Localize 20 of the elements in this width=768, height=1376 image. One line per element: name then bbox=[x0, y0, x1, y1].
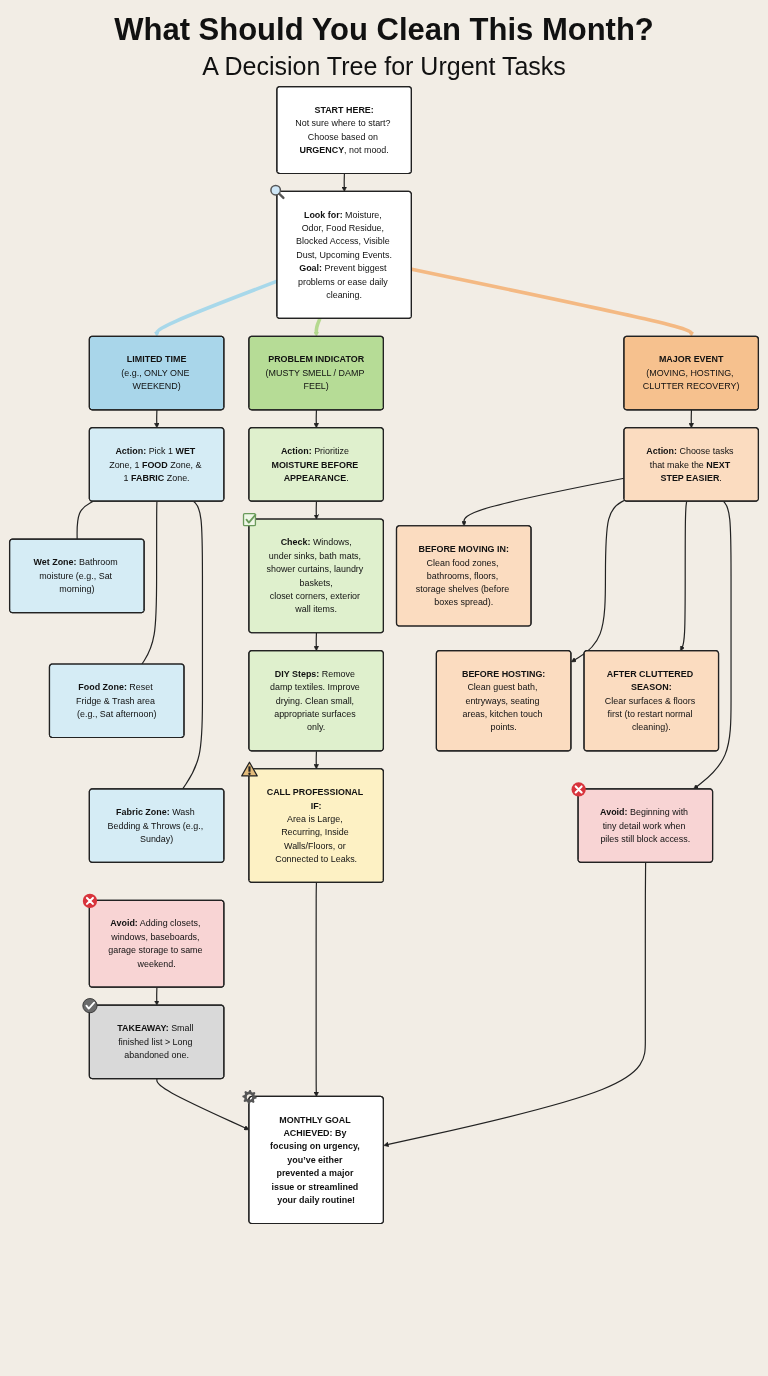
arrow bbox=[313, 500, 319, 520]
arrow bbox=[411, 267, 694, 337]
arrow bbox=[383, 862, 647, 1147]
arrow bbox=[313, 318, 322, 337]
arrow bbox=[154, 409, 160, 429]
arrow bbox=[313, 409, 319, 429]
arrow bbox=[341, 173, 347, 192]
connector bbox=[141, 500, 158, 665]
arrow bbox=[154, 986, 160, 1006]
subtitle: A Decision Tree for Urgent Tasks bbox=[202, 52, 566, 81]
arrow bbox=[693, 500, 732, 790]
title: What Should You Clean This Month? bbox=[114, 12, 654, 48]
arrow bbox=[688, 409, 694, 429]
arrow bbox=[680, 500, 688, 652]
arrow bbox=[313, 632, 319, 652]
arrow bbox=[313, 750, 319, 770]
arrow bbox=[570, 499, 626, 663]
connector bbox=[181, 500, 204, 790]
arrow bbox=[313, 882, 319, 1097]
connector bbox=[76, 500, 94, 540]
